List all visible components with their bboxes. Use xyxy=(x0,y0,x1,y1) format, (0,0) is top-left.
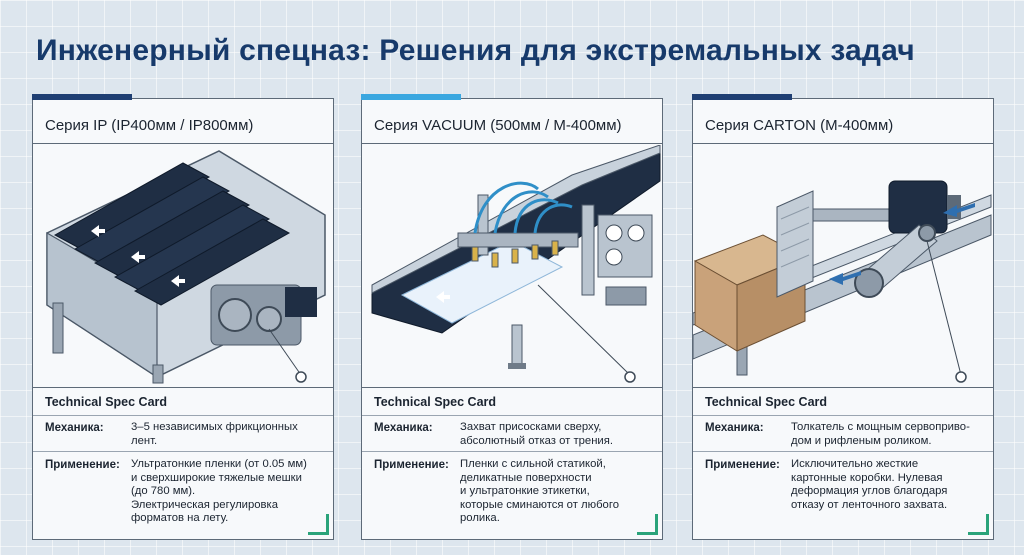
card-title: Серия VACUUM (500мм / M-400мм) xyxy=(374,117,622,134)
card-ip-series: Серия IP (IP400мм / IP800мм) xyxy=(31,94,334,540)
page-title: Инженерный спецназ: Решения для экстрема… xyxy=(36,34,915,67)
mechanics-value: Толкатель с мощным сервоприво- дом и риф… xyxy=(791,421,970,447)
application-value: Пленки с сильной статикой, деликатные по… xyxy=(460,458,620,524)
card-carton-series: Серия CARTON (M-400мм) xyxy=(691,94,994,540)
corner-mark xyxy=(308,514,329,535)
card-title: Серия CARTON (M-400мм) xyxy=(705,117,894,134)
application-label: Применение: xyxy=(374,459,449,471)
card-accent-bar xyxy=(360,94,461,100)
card-title: Серия IP (IP400мм / IP800мм) xyxy=(45,117,254,134)
application-label: Применение: xyxy=(45,459,120,471)
mechanics-value: Захват присосками сверху, абсолютный отк… xyxy=(460,421,613,447)
carton-pusher-illustration xyxy=(693,145,992,385)
mechanics-label: Механика: xyxy=(45,422,104,434)
corner-mark xyxy=(637,514,658,535)
corner-mark xyxy=(968,514,989,535)
mechanics-label: Механика: xyxy=(705,422,764,434)
application-value: Исключительно жесткие картонные коробки.… xyxy=(791,458,948,511)
spec-card-heading: Technical Spec Card xyxy=(705,395,828,409)
spec-card-heading: Technical Spec Card xyxy=(374,395,497,409)
card-accent-bar xyxy=(691,94,792,100)
mechanics-value: 3–5 независимых фрикционных лент. xyxy=(131,421,298,447)
card-vacuum-series: Серия VACUUM (500мм / M-400мм) xyxy=(360,94,663,540)
ip-conveyor-illustration xyxy=(33,145,332,385)
card-accent-bar xyxy=(31,94,132,100)
mechanics-label: Механика: xyxy=(374,422,433,434)
vacuum-conveyor-illustration xyxy=(362,145,661,385)
spec-card-heading: Technical Spec Card xyxy=(45,395,168,409)
application-label: Применение: xyxy=(705,459,780,471)
application-value: Ультратонкие пленки (от 0.05 мм) и сверх… xyxy=(131,458,307,524)
